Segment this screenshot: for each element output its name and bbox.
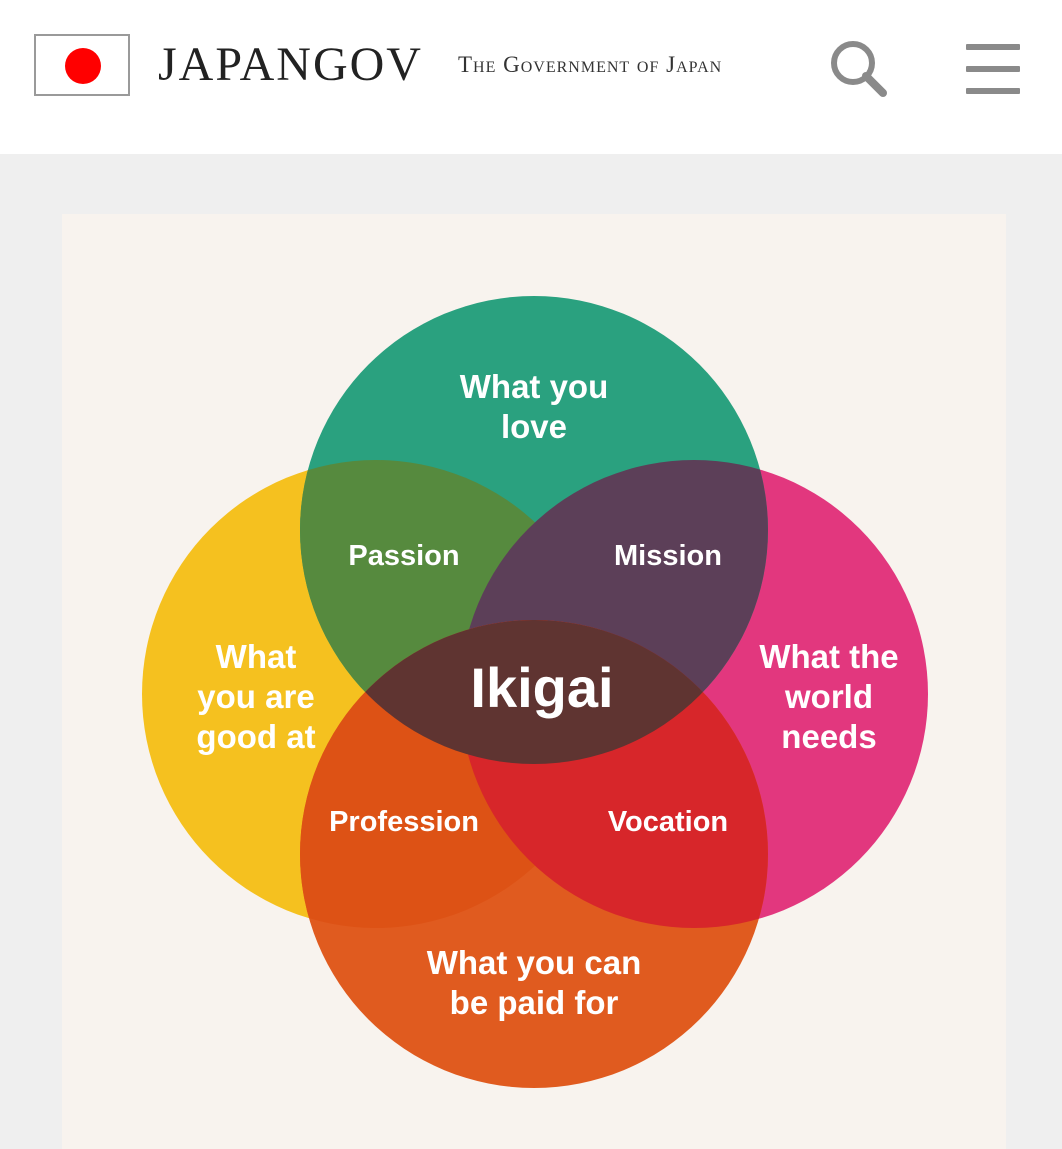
ikigai-venn-diagram [142,296,928,1088]
label-what-the-world-needs: What the world needs [759,638,899,755]
japan-flag-logo[interactable] [34,34,130,96]
label-what-you-are-good-at: What you are good at [196,638,316,755]
site-logo[interactable]: JAPANGOV [158,38,423,91]
ikigai-card: What you love What you are good at What … [62,214,1006,1149]
hamburger-menu-icon[interactable] [966,44,1022,94]
label-profession: Profession [329,806,479,838]
label-passion: Passion [348,540,460,572]
label-what-you-can-be-paid-for: What you can be paid for [426,944,642,1021]
label-mission: Mission [614,540,722,572]
rising-sun-disc [65,48,101,84]
label-ikigai: Ikigai [470,656,614,719]
label-vocation: Vocation [607,806,729,838]
search-icon[interactable] [828,38,888,98]
label-what-you-love: What you love [459,368,609,445]
site-tagline: The Government of Japan [458,52,723,77]
site-header: JAPANGOV The Government of Japan [0,0,1062,154]
